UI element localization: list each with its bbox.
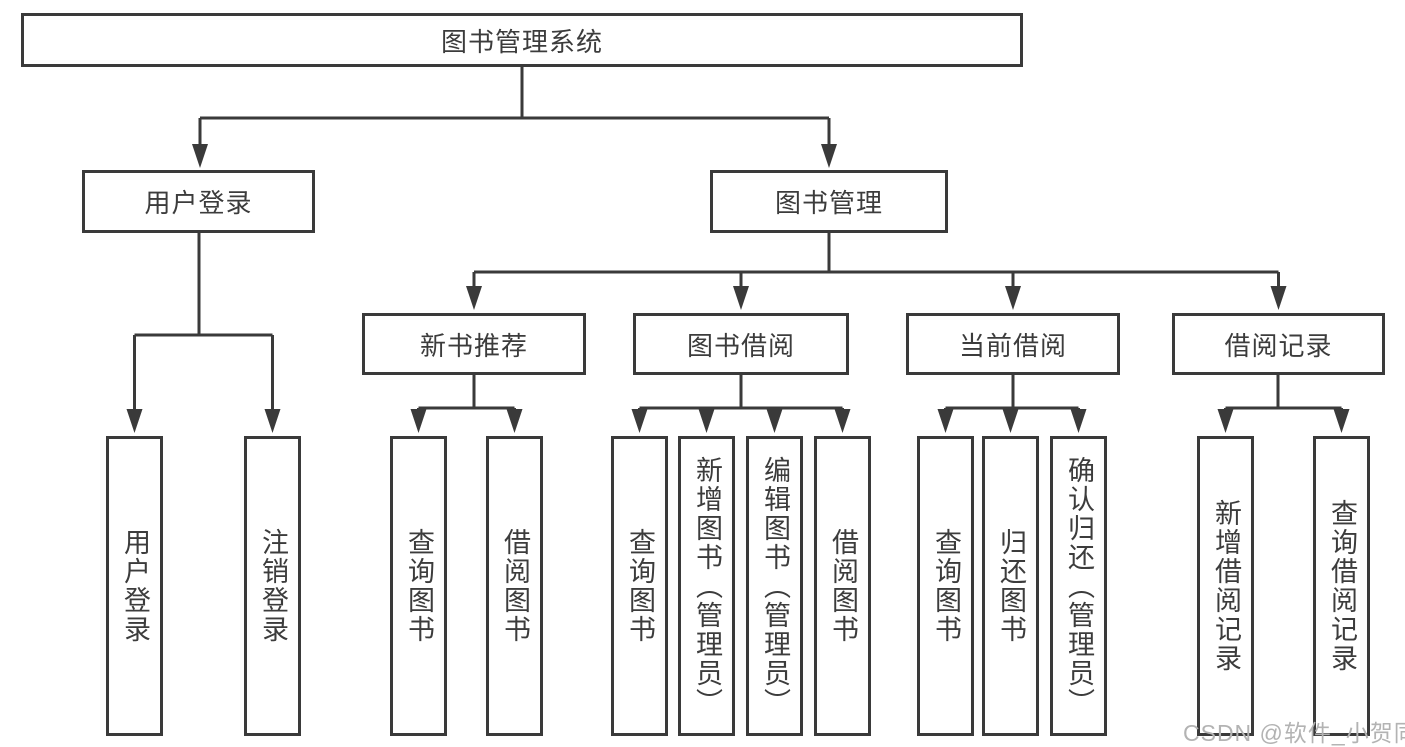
leaf-add-books-admin: 新增图书（管理员） xyxy=(678,436,735,736)
node-new-book-recommendation: 新书推荐 xyxy=(362,313,586,375)
node-library-management-system: 图书管理系统 xyxy=(21,13,1023,67)
node-user-login: 用户登录 xyxy=(82,170,315,233)
leaf-logout: 注销登录 xyxy=(244,436,301,736)
leaf-user-login: 用户登录 xyxy=(106,436,163,736)
leaf-query-books: 查询图书 xyxy=(611,436,668,736)
watermark: CSDN @软件_小贺同学 xyxy=(1183,720,1405,746)
node-book-borrowing: 图书借阅 xyxy=(633,313,849,375)
leaf-return-books: 归还图书 xyxy=(982,436,1039,736)
node-borrowing-records: 借阅记录 xyxy=(1172,313,1385,375)
leaf-query-books: 查询图书 xyxy=(917,436,974,736)
leaf-confirm-return-admin: 确认归还（管理员） xyxy=(1050,436,1107,736)
leaf-query-books: 查询图书 xyxy=(390,436,447,736)
leaf-query-borrow-record: 查询借阅记录 xyxy=(1313,436,1370,736)
leaf-add-borrow-record: 新增借阅记录 xyxy=(1197,436,1254,736)
node-current-borrowing: 当前借阅 xyxy=(906,313,1120,375)
leaf-edit-books-admin: 编辑图书（管理员） xyxy=(746,436,803,736)
leaf-borrow-books: 借阅图书 xyxy=(486,436,543,736)
node-book-management: 图书管理 xyxy=(710,170,948,233)
leaf-borrow-books: 借阅图书 xyxy=(814,436,871,736)
